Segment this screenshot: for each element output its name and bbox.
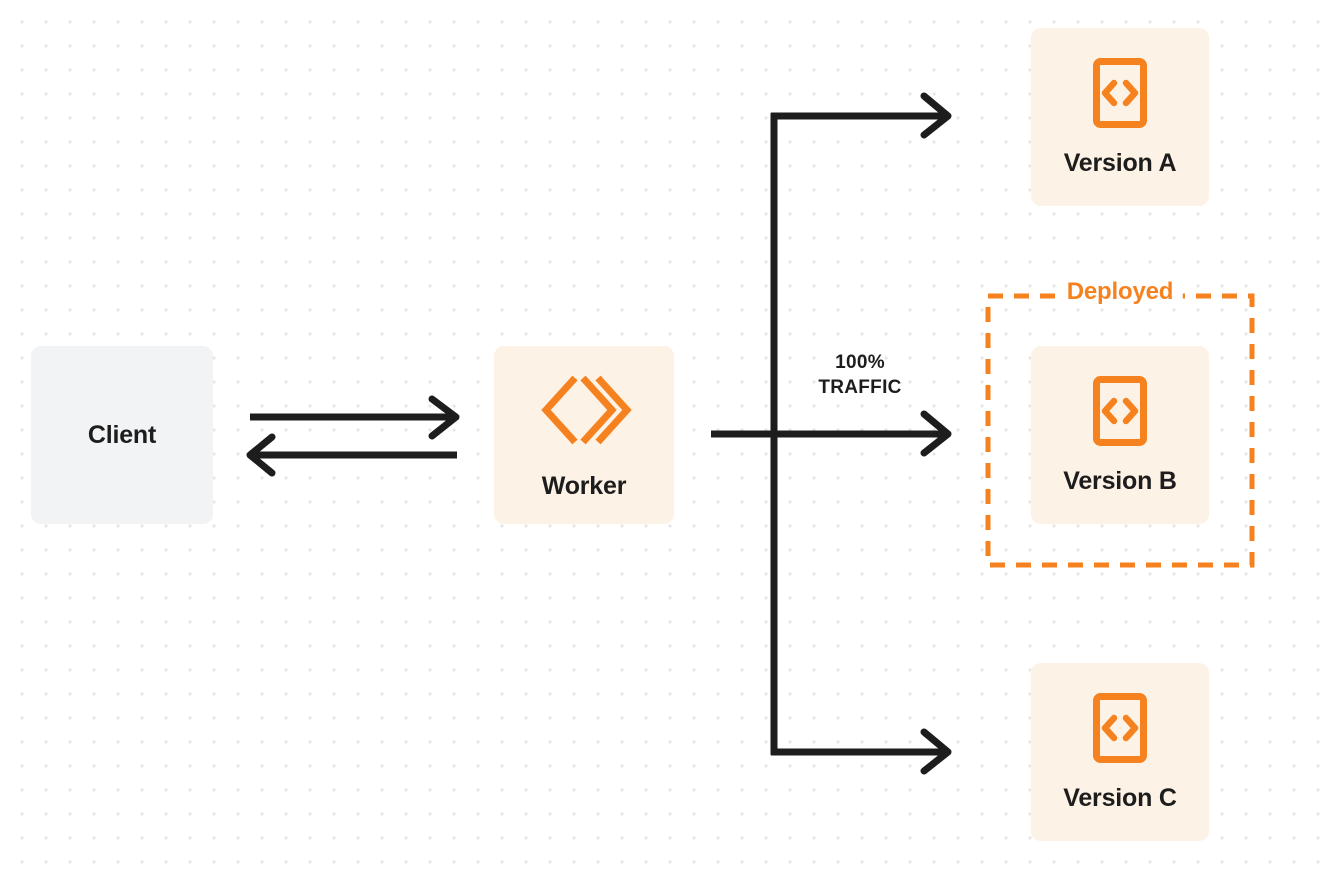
traffic-label: 100% TRAFFIC: [790, 350, 930, 400]
group-deployed-label: Deployed: [1056, 278, 1184, 306]
node-client[interactable]: Client: [31, 346, 213, 524]
node-version-c-label: Version C: [1063, 783, 1177, 812]
node-version-a[interactable]: Version A: [1031, 28, 1209, 206]
traffic-unit: TRAFFIC: [818, 377, 902, 399]
node-version-b-label: Version B: [1063, 466, 1177, 495]
edge-worker-to-version-a: [771, 92, 952, 139]
node-worker[interactable]: Worker: [494, 346, 674, 524]
edge-worker-to-version-b: [711, 410, 952, 457]
node-version-b[interactable]: Version B: [1031, 346, 1209, 524]
node-worker-label: Worker: [541, 471, 627, 500]
node-client-label: Client: [87, 420, 157, 449]
node-version-a-label: Version A: [1063, 148, 1177, 177]
traffic-percent: 100%: [835, 352, 885, 373]
edge-worker-to-version-c: [771, 728, 952, 775]
node-version-c[interactable]: Version C: [1031, 663, 1209, 841]
edge-client-to-worker: [250, 395, 460, 440]
edge-worker-to-client: [246, 433, 457, 477]
cloudflare-workers-logo-icon: [541, 375, 632, 444]
code-document-icon: [1093, 375, 1147, 446]
code-document-icon: [1093, 57, 1147, 128]
code-document-icon: [1093, 692, 1147, 763]
